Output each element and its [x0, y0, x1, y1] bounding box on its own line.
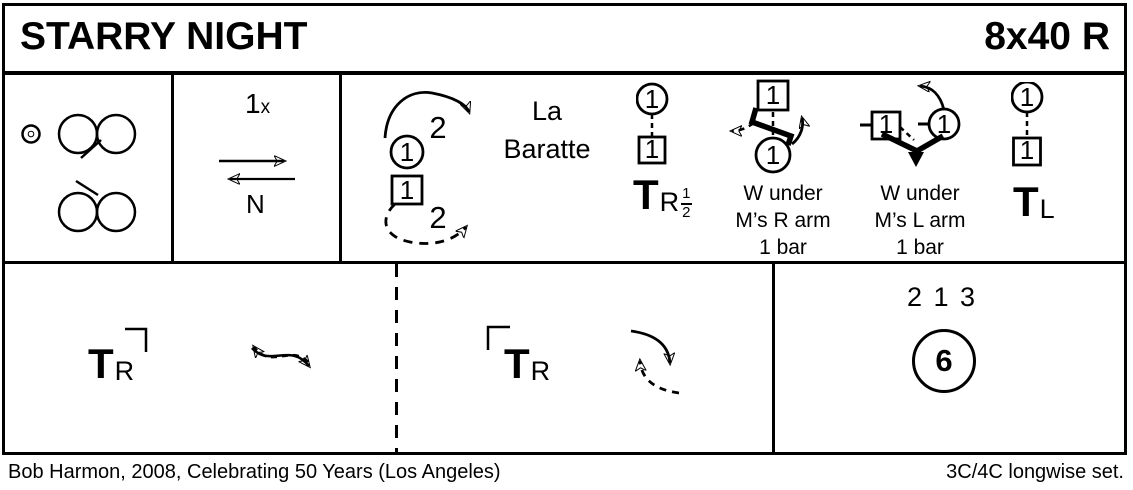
turn-right-half-symbol: T R 1 2	[633, 174, 692, 221]
loop-top-right	[95, 113, 137, 155]
w-under-r-caption: W under M’s R arm 1 bar	[723, 180, 843, 261]
turn-letter: T	[1013, 178, 1039, 225]
man-1-token	[1012, 136, 1042, 167]
start-figure-eight-icon	[21, 113, 137, 233]
repeat-count-number: 1	[245, 88, 261, 119]
direction-label: N	[246, 189, 265, 219]
caption-line2: M’s R arm	[735, 209, 831, 232]
turn-letter: T	[633, 171, 659, 218]
man-cast-path	[384, 202, 466, 245]
woman-1-number: 1	[1020, 82, 1034, 112]
turn-hand: R	[114, 356, 135, 386]
repeat-count: 1 x	[245, 90, 270, 118]
couple-facing-tokens-2: 1 1	[1011, 82, 1044, 167]
caption-line1: W under	[880, 182, 960, 205]
woman-turn-arc	[630, 329, 670, 363]
down-arrowhead	[908, 152, 924, 167]
man-1-number: 1	[400, 175, 414, 205]
loop-bottom-right	[95, 191, 137, 233]
start-marker-icon	[21, 124, 41, 144]
outer-frame	[2, 3, 1127, 455]
caption-line3: 1 bar	[759, 236, 807, 259]
joined-arms-line	[748, 107, 795, 146]
progression-arrows-icon	[219, 146, 295, 188]
dashed-bar-divider	[395, 264, 398, 452]
joined-arms-line	[880, 131, 945, 155]
woman-cross-path	[251, 347, 309, 366]
woman-cast-path	[383, 91, 469, 139]
man-1-number: 1	[879, 109, 893, 139]
man-1-number: 1	[645, 134, 659, 164]
man-1-token	[637, 135, 667, 165]
formation-name-line2: Baratte	[503, 134, 591, 164]
fraction-denominator: 2	[682, 203, 691, 221]
turn-letter: T	[504, 340, 530, 387]
turn-corner-right-symbol: T R	[88, 343, 134, 385]
cast-places-bottom: 2	[429, 200, 446, 235]
cast-places-top: 2	[429, 110, 446, 145]
rotate-turn-icon	[630, 329, 680, 395]
woman-1-number: 1	[937, 109, 951, 139]
caption-line2: M’s L arm	[874, 209, 966, 232]
divider-cell2	[339, 75, 342, 261]
cast-figure-icon: 2 1 1 2	[383, 91, 495, 245]
formation-name-line1: La	[531, 96, 563, 126]
w-under-l-arm-figure-icon: 1 1	[860, 78, 961, 167]
woman-1-number: 1	[400, 137, 414, 167]
deviser-credit: Bob Harmon, 2008, Celebrating 50 Years (…	[8, 461, 501, 483]
man-1-number: 1	[1020, 135, 1034, 165]
loop-bottom-left	[57, 191, 99, 233]
row-separator	[5, 261, 1124, 264]
turn-corner-right-symbol-2: T R	[504, 343, 550, 385]
turn-hand: R	[530, 356, 551, 386]
w-under-l-caption: W under M’s L arm 1 bar	[860, 180, 980, 261]
woman-1-token	[754, 136, 792, 174]
formation-name: La Baratte	[492, 92, 602, 168]
turn-fraction: 1 2	[681, 186, 692, 221]
divider-finish	[772, 264, 775, 452]
w-under-r-arm-figure-icon: 1 1	[715, 79, 837, 174]
cross-over-icon	[251, 336, 323, 382]
man-1-token	[756, 79, 790, 112]
under-dash	[899, 126, 915, 141]
man-turn-arc	[640, 361, 680, 395]
couple-facing-tokens-1: 1 1	[636, 82, 669, 165]
divider-cell1	[171, 75, 174, 261]
turn-hand: L	[1039, 194, 1055, 224]
caption-line1: W under	[743, 182, 823, 205]
corner-bracket-icon	[125, 327, 148, 352]
woman-1-number: 1	[766, 140, 780, 170]
repeat-count-x: x	[260, 97, 271, 118]
woman-over-path	[920, 86, 946, 111]
corner-bracket-icon	[486, 325, 510, 350]
circle-six-symbol: 6	[912, 329, 976, 393]
caption-line3: 1 bar	[896, 236, 944, 259]
woman-under-path	[732, 121, 755, 131]
set-type-label: 3C/4C longwise set.	[946, 461, 1124, 483]
progression-order: 2 1 3	[906, 282, 978, 312]
repeats-label: 8x40 R	[984, 15, 1110, 58]
woman-1-number: 1	[645, 84, 659, 114]
circle-six-count: 6	[935, 343, 953, 378]
man-1-token	[390, 174, 424, 206]
fraction-numerator: 1	[681, 186, 692, 205]
man-1-number: 1	[766, 80, 780, 110]
turn-left-symbol: T L	[1013, 181, 1055, 223]
page-title: STARRY NIGHT	[20, 15, 308, 58]
turn-hand: R	[659, 187, 680, 217]
man-turn-path	[791, 118, 803, 146]
woman-1-token	[389, 134, 425, 170]
turn-letter: T	[88, 340, 114, 387]
title-separator	[5, 71, 1124, 75]
